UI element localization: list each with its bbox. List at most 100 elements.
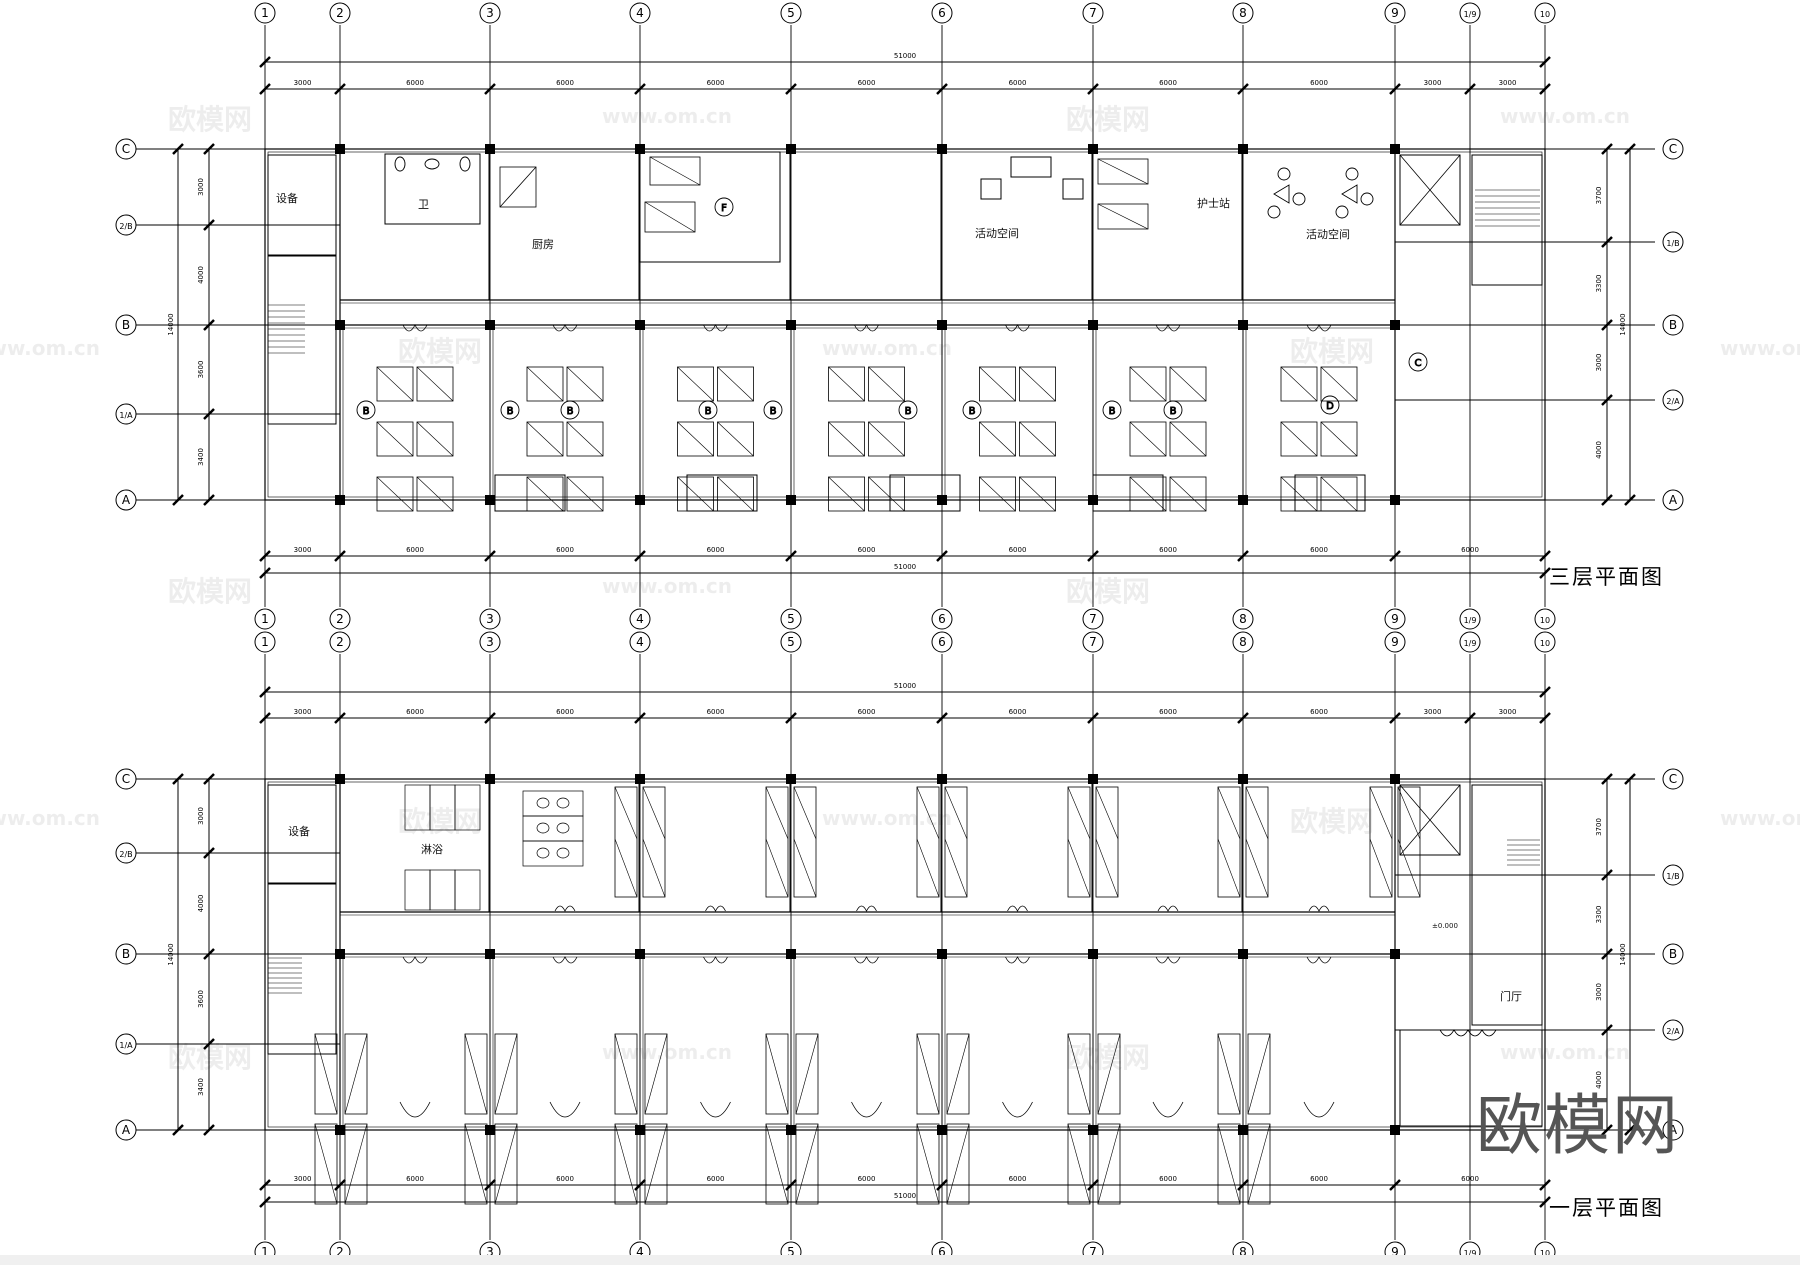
axis-bubble-label: C [1669,142,1677,156]
room-type-label: B [705,406,712,417]
room-type-label: C [1415,358,1422,369]
column [1088,495,1098,505]
watermark-url: www.om.cn [602,104,733,128]
column [1238,774,1248,784]
dimension-text: 6000 [1009,546,1027,554]
toilet-icon [556,797,570,809]
axis-bubble [931,608,953,630]
column [786,949,796,959]
toilet-icon [536,822,550,834]
room-type-marker [356,400,376,420]
axis-bubble [1662,768,1684,790]
room-type-marker [500,400,520,420]
dimension-text: 6000 [1009,1175,1027,1183]
room-type-label: B [1109,406,1116,417]
watermark-url: www.om.cn [1720,806,1800,830]
door-swing [1005,324,1030,332]
column [335,495,345,505]
axis-bubble-label: 2 [336,635,344,649]
dimension-text: 51000 [894,52,916,60]
dimension-text: 3600 [197,361,205,379]
column [635,774,645,784]
dimension-text: 51000 [894,563,916,571]
axis-bubble [479,631,501,653]
axis-bubble-label: 4 [636,635,644,649]
axis-bubble [780,2,802,24]
dimension-text: 3000 [294,708,312,716]
dimension-text: 4000 [1595,441,1603,459]
axis-bubble [1232,2,1254,24]
axis-bubble-label: 1/A [119,1041,133,1050]
chair-icon [1345,167,1359,181]
dimension-text: 6000 [858,79,876,87]
axis-bubble [1662,1119,1684,1141]
dimension-lines: 51000 3000 6000 6000 6000 6000 6000 6000 6000 300… [167,52,1636,1208]
door-swing [549,1101,581,1118]
axis-bubble [1662,864,1684,886]
axis-bubble [629,608,651,630]
column [786,495,796,505]
column [1088,144,1098,154]
dimension-text: 4000 [197,266,205,284]
dimension-text: 14000 [1619,313,1627,335]
column [335,320,345,330]
axis-bubble [115,403,137,425]
watermark-brand: 欧模网 [168,103,253,136]
column [1238,1125,1248,1135]
door-swing [1306,324,1332,332]
column [937,1125,947,1135]
table-icon [1273,184,1290,204]
door-swing [854,956,879,964]
axis-bubble-label: B [122,947,130,961]
room-type-label: B [770,406,777,417]
axis-bubble-label: 2/B [119,850,132,859]
dimension-text: 14000 [167,943,175,965]
column [1088,320,1098,330]
axis-bubble-label: 9 [1391,1245,1399,1259]
door-swing [399,1101,431,1118]
axis-bubble [1534,608,1556,630]
axis-bubble [115,314,137,336]
dimension-text: 14000 [1619,943,1627,965]
room-type-marker [698,400,718,420]
axis-bubble-label: 6 [938,1245,946,1259]
dimension-text: 6000 [707,546,725,554]
room-label-lobby-1f: 门厅 [1500,990,1522,1003]
chair-icon [1267,205,1281,219]
axis-bubble-label: 2/B [119,222,132,231]
axis-bubble [115,214,137,236]
table-icon [1341,184,1358,204]
door-swing [1002,1101,1033,1118]
dimension-text: 6000 [1159,1175,1177,1183]
axis-bubble [254,608,276,630]
room-type-label: B [363,406,370,417]
axis-bubble [115,1033,137,1055]
axis-bubble-label: C [1669,772,1677,786]
axis-bubble-label: 2/A [1666,1027,1680,1036]
room-type-label: F [721,203,727,214]
room-type-label: B [507,406,514,417]
axis-bubble-label: 1/9 [1464,616,1477,625]
dimension-text: 3000 [1424,708,1442,716]
axis-bubble [115,138,137,160]
door-swing [1005,956,1030,964]
dimension-text: 6000 [1159,708,1177,716]
axis-bubble-label: 5 [787,6,795,20]
room-type-marker [1102,400,1122,420]
axis-bubble-label: 1/9 [1464,639,1477,648]
plan-title-third-floor: 三层平面图 [1549,565,1664,589]
axis-bubble [254,631,276,653]
axis-bubble-label: 3 [486,1245,494,1259]
door-swing [703,956,728,964]
watermark-brand: 欧模网 [1066,575,1151,608]
axis-bubble-label: 2 [336,612,344,626]
door-swing [1155,324,1181,332]
axis-bubble [629,2,651,24]
door-swing [1157,905,1179,912]
axis-bubble-label: 3 [486,612,494,626]
watermark-url: www.om.cn [0,806,101,830]
column [1238,949,1248,959]
dimension-text: 6000 [406,546,424,554]
axis-bubble [1662,314,1684,336]
